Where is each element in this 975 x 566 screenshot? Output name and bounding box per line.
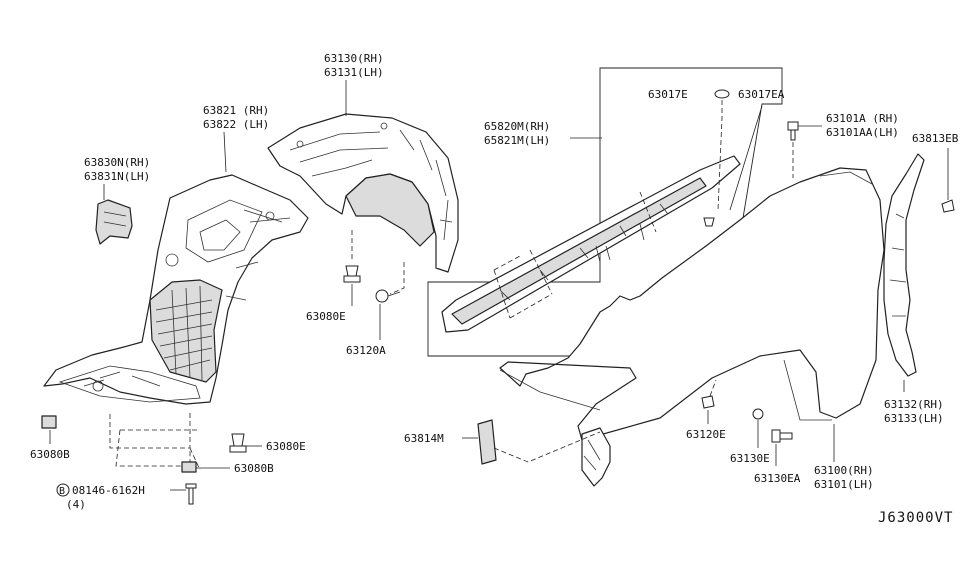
clip-63080b-left: 63080B — [30, 415, 70, 461]
label-63130: 63130(RH) — [324, 52, 384, 65]
clip-63080b-lower: 63080B — [181, 461, 274, 475]
inner-rear-cover-part — [267, 113, 459, 273]
bracket-63814m: 63814M — [404, 419, 601, 465]
diagram-code: J63000VT — [878, 510, 953, 526]
label-63131: 63131(LH) — [324, 66, 384, 79]
label-63101a: 63101A (RH) — [826, 112, 899, 125]
label-63120a: 63120A — [346, 344, 386, 357]
label-63017e: 63017E — [648, 88, 688, 101]
label-63080e-upper: 63080E — [306, 310, 346, 323]
rear-piece-part — [883, 153, 925, 392]
inner-front-cover-label: 63821 (RH) 63822 (LH) — [203, 104, 269, 173]
fender-label: 63100(RH) 63101(LH) — [814, 424, 874, 491]
label-63821: 63821 (RH) — [203, 104, 269, 117]
label-63080b-lower: 63080B — [234, 462, 274, 475]
label-63017ea: 63017EA — [738, 88, 785, 101]
clip-63130e: 63130E — [730, 408, 770, 465]
clip-63080e-lower: 63080E — [229, 433, 306, 453]
label-65821m: 65821M(LH) — [484, 134, 550, 147]
clip-63080e-upper: 63080E — [306, 230, 361, 323]
clip-63017e: 63017E — [648, 88, 730, 211]
bolt-marker: B — [59, 486, 65, 497]
label-bolt-08146: 08146-6162H — [72, 484, 145, 497]
label-63101aa: 63101AA(LH) — [826, 126, 899, 139]
clip-63130ea: 63130EA — [754, 429, 801, 485]
bolt-63101a: 63101A (RH) 63101AA(LH) — [787, 112, 899, 178]
label-63132: 63132(RH) — [884, 398, 944, 411]
clip-63120a: 63120A — [346, 262, 405, 357]
label-63130e: 63130E — [730, 452, 770, 465]
dashed-guides-lower — [109, 410, 201, 471]
label-63133: 63133(LH) — [884, 412, 944, 425]
clip-63017ea: 63017EA — [703, 88, 785, 227]
bolt-08146: B 08146-6162H (4) — [56, 483, 197, 511]
label-63120e: 63120E — [686, 428, 726, 441]
seal-label: 65820M(RH) 65821M(LH) — [484, 120, 602, 147]
label-63822: 63822 (LH) — [203, 118, 269, 131]
label-63080e-lower: 63080E — [266, 440, 306, 453]
protector-label: 63830N(RH) 63831N(LH) — [84, 156, 150, 200]
seal-part — [441, 155, 741, 333]
label-63813eb: 63813EB — [912, 132, 959, 145]
label-63101: 63101(LH) — [814, 478, 874, 491]
label-bolt-qty: (4) — [66, 498, 86, 511]
inner-front-cover-part — [43, 174, 309, 405]
inner-rear-cover-label: 63130(RH) 63131(LH) — [324, 52, 384, 116]
clip-63120e: 63120E — [686, 379, 726, 441]
label-63080b-left: 63080B — [30, 448, 70, 461]
label-65820m: 65820M(RH) — [484, 120, 550, 133]
label-63130ea: 63130EA — [754, 472, 801, 485]
label-63830n: 63830N(RH) — [84, 156, 150, 169]
label-63814m: 63814M — [404, 432, 444, 445]
rear-piece-label: 63132(RH) 63133(LH) — [884, 398, 944, 425]
clip-63813eb: 63813EB — [912, 132, 959, 213]
fender-bracket — [581, 427, 611, 487]
label-63100: 63100(RH) — [814, 464, 874, 477]
label-63831n: 63831N(LH) — [84, 170, 150, 183]
fender-part — [499, 167, 885, 441]
protector-part — [95, 199, 133, 245]
